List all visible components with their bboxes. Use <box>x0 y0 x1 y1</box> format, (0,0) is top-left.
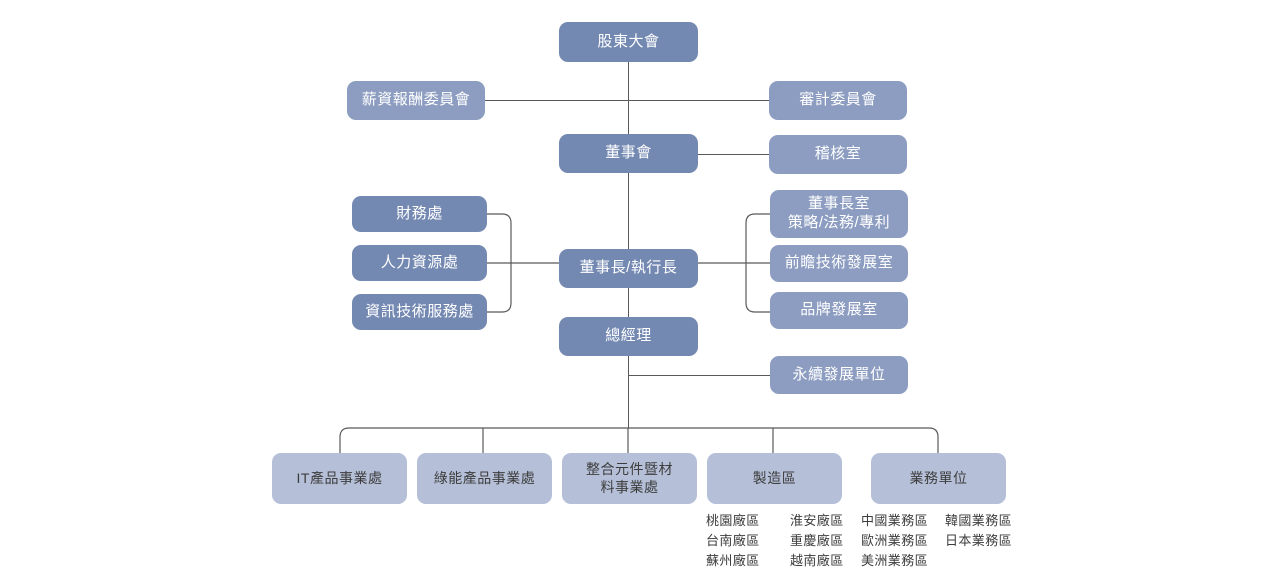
node-label: 股東大會 <box>597 32 660 50</box>
node-label: 人力資源處 <box>380 253 459 271</box>
node-compensation-committee[interactable]: 薪資報酬委員會 <box>347 81 485 120</box>
list-item: 台南廠區 <box>706 533 760 549</box>
node-hr-division[interactable]: 人力資源處 <box>352 245 487 281</box>
node-general-manager[interactable]: 總經理 <box>559 317 698 356</box>
list-row: 蘇州廠區 越南廠區 <box>706 551 866 571</box>
node-label: 稽核室 <box>814 145 862 163</box>
node-audit-committee[interactable]: 審計委員會 <box>769 81 907 120</box>
list-item: 韓國業務區 <box>945 513 1013 528</box>
node-board-of-directors[interactable]: 董事會 <box>559 134 698 173</box>
connector-chairman-to-gm <box>628 288 629 319</box>
node-it-service-division[interactable]: 資訊技術服務處 <box>352 294 487 330</box>
list-row: 歐洲業務區 日本業務區 <box>861 531 1041 551</box>
bracket-left-staff <box>487 213 628 313</box>
node-label: 董事長室 策略/法務/專利 <box>787 195 891 231</box>
list-row: 台南廠區 重慶廠區 <box>706 531 866 551</box>
node-label: 財務處 <box>396 204 443 222</box>
bracket-right-staff <box>629 213 770 313</box>
connector-committees-bar <box>484 100 770 101</box>
list-row: 桃園廠區 淮安廠區 <box>706 511 866 531</box>
node-label: 永續發展單位 <box>792 365 886 383</box>
node-green-energy-bu[interactable]: 綠能產品事業處 <box>417 453 552 504</box>
node-label: 前瞻技術發展室 <box>784 254 894 272</box>
node-label: 品牌發展室 <box>800 301 878 319</box>
node-audit-office[interactable]: 稽核室 <box>769 135 907 174</box>
connector-board-to-audit-office <box>698 154 770 155</box>
node-label: 資訊技術服務處 <box>365 302 474 320</box>
list-row: 美洲業務區 <box>861 551 1041 571</box>
list-item: 美洲業務區 <box>861 553 929 569</box>
node-label: 總經理 <box>605 327 652 345</box>
node-sales-unit[interactable]: 業務單位 <box>871 453 1006 504</box>
node-label: 薪資報酬委員會 <box>361 91 471 109</box>
node-label: 審計委員會 <box>799 91 877 109</box>
list-item <box>945 551 1019 571</box>
node-chairman-office[interactable]: 董事長室 策略/法務/專利 <box>770 190 908 238</box>
node-sustainability-unit[interactable]: 永續發展單位 <box>770 356 908 394</box>
list-item: 日本業務區 <box>945 533 1013 549</box>
node-label: 整合元件暨材 料事業處 <box>586 461 673 495</box>
list-item: 越南廠區 <box>790 553 844 569</box>
node-advanced-tech-office[interactable]: 前瞻技術發展室 <box>770 245 908 282</box>
list-item: 桃園廠區 <box>706 513 760 528</box>
list-item: 歐洲業務區 <box>861 533 929 549</box>
list-row: 中國業務區 韓國業務區 <box>861 511 1041 531</box>
connector-board-to-chairman <box>628 172 629 250</box>
node-shareholders-meeting[interactable]: 股東大會 <box>559 22 698 62</box>
list-item: 中國業務區 <box>861 513 929 528</box>
connector-gm-to-sustainability <box>628 375 770 376</box>
node-integrated-components-bu[interactable]: 整合元件暨材 料事業處 <box>562 453 697 504</box>
node-label: 製造區 <box>752 469 797 486</box>
node-chairman-ceo[interactable]: 董事長/執行長 <box>559 249 698 288</box>
connector-gm-to-bus <box>628 355 629 428</box>
node-label: 綠能產品事業處 <box>433 469 536 486</box>
sales-regions-list: 中國業務區 韓國業務區 歐洲業務區 日本業務區 美洲業務區 <box>861 511 1041 571</box>
node-brand-development-office[interactable]: 品牌發展室 <box>770 292 908 329</box>
node-finance-division[interactable]: 財務處 <box>352 196 487 232</box>
node-it-product-bu[interactable]: IT產品事業處 <box>272 453 407 504</box>
manufacturing-sites-list: 桃園廠區 淮安廠區 台南廠區 重慶廠區 蘇州廠區 越南廠區 <box>706 511 866 571</box>
list-item: 重慶廠區 <box>790 533 844 549</box>
node-label: 董事長/執行長 <box>579 259 678 277</box>
node-manufacturing-area[interactable]: 製造區 <box>707 453 842 504</box>
node-label: 董事會 <box>605 144 652 162</box>
node-label: 業務單位 <box>909 469 968 486</box>
list-item: 淮安廠區 <box>790 513 844 528</box>
node-label: IT產品事業處 <box>296 469 383 486</box>
connector-shareholders-to-board <box>628 61 629 136</box>
list-item: 蘇州廠區 <box>706 553 760 569</box>
